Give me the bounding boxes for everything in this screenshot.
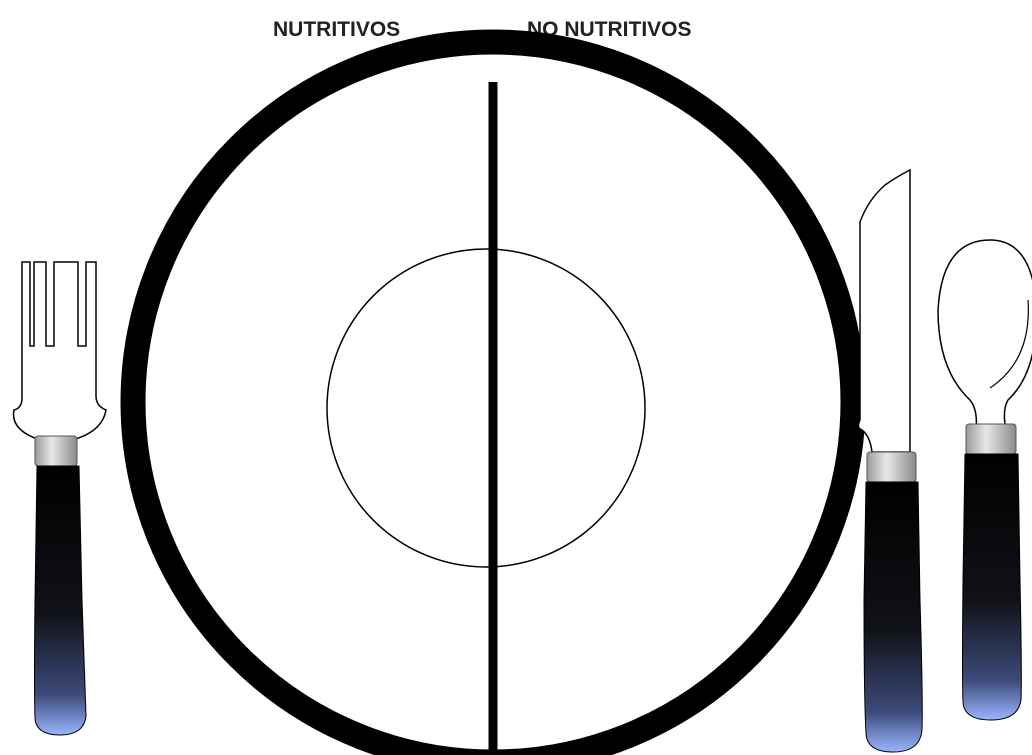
label-nutritivos: NUTRITIVOS	[273, 18, 400, 41]
plate-icon	[133, 42, 853, 755]
fork-ferrule	[35, 436, 77, 466]
knife-ferrule	[867, 452, 916, 482]
fork-head	[14, 262, 106, 462]
fork-handle	[35, 466, 87, 735]
knife-handle	[864, 482, 922, 752]
spoon-bowl	[938, 240, 1032, 430]
spoon-icon	[938, 240, 1032, 720]
spoon-ferrule	[966, 424, 1016, 454]
knife-blade	[858, 170, 910, 452]
knife-icon	[858, 170, 922, 752]
spoon-handle	[963, 454, 1022, 720]
fork-icon	[14, 262, 106, 735]
